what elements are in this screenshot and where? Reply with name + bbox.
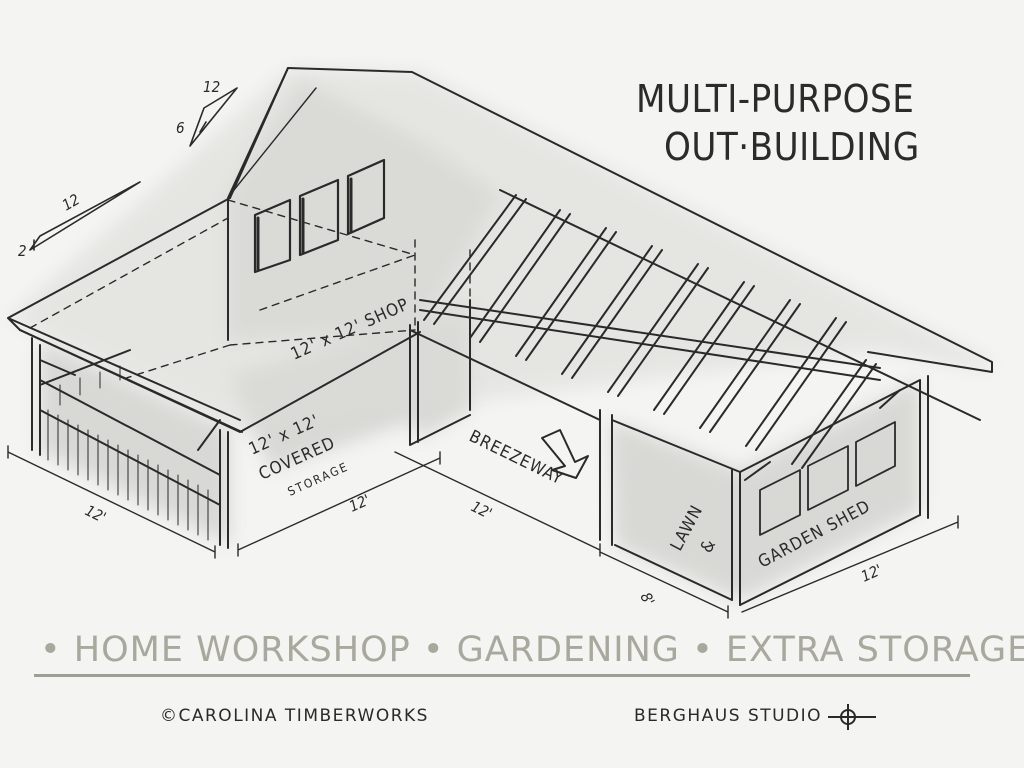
tagline: • HOME WORKSHOP • GARDENING • EXTRA STOR…	[40, 630, 1024, 670]
board-siding	[47, 365, 209, 541]
crosshair-logo-icon	[828, 704, 876, 730]
covered-storage-frame	[31, 337, 229, 549]
dim-breezeway-length: 12'	[468, 497, 495, 522]
dimension-lines	[7, 445, 959, 619]
title-line-2: OUT·BUILDING	[664, 125, 920, 169]
tagline-rule	[34, 674, 970, 677]
garden-shed-frame	[611, 375, 929, 606]
shop-wall	[409, 299, 471, 446]
pitch-shed-run: 12	[59, 190, 83, 214]
tagline-bullet: •	[40, 630, 62, 670]
tagline-bullet: •	[422, 630, 445, 670]
shading-light	[8, 68, 990, 430]
rafters	[423, 194, 877, 469]
pitch-shed-rise: 2	[18, 242, 27, 260]
tagline-item-storage: EXTRA STORAGE	[725, 630, 1024, 670]
hidden-lines	[29, 199, 471, 401]
tagline-item-workshop: HOME WORKSHOP	[73, 630, 411, 670]
gable-inner	[229, 87, 317, 196]
dim-shed-depth: 12'	[858, 561, 884, 586]
studio-credit: BERGHAUS STUDIO	[634, 706, 823, 726]
dim-storage-length: 12'	[346, 491, 372, 516]
breezeway-label: BREEZEWAY	[466, 427, 567, 490]
dim-lawn-length: 8'	[636, 589, 658, 608]
pitch-main-rise: 12	[203, 78, 220, 96]
tagline-item-gardening: GARDENING	[456, 630, 680, 670]
gable-windows	[253, 158, 386, 274]
breezeway-arrow	[541, 429, 589, 479]
title-line-1: MULTI-PURPOSE	[636, 77, 914, 121]
main-roof-ridge	[287, 67, 993, 373]
copyright-credit: ©CAROLINA TIMBERWORKS	[160, 706, 429, 726]
pitch-symbol-main	[189, 87, 238, 147]
dim-left-depth: 12'	[82, 501, 109, 526]
tagline-bullet: •	[692, 630, 714, 670]
pitch-symbol-shed	[29, 181, 141, 251]
pitch-main-run: 6	[176, 119, 185, 137]
shed-roof-fascia	[19, 329, 243, 433]
shed-windows	[759, 421, 896, 536]
